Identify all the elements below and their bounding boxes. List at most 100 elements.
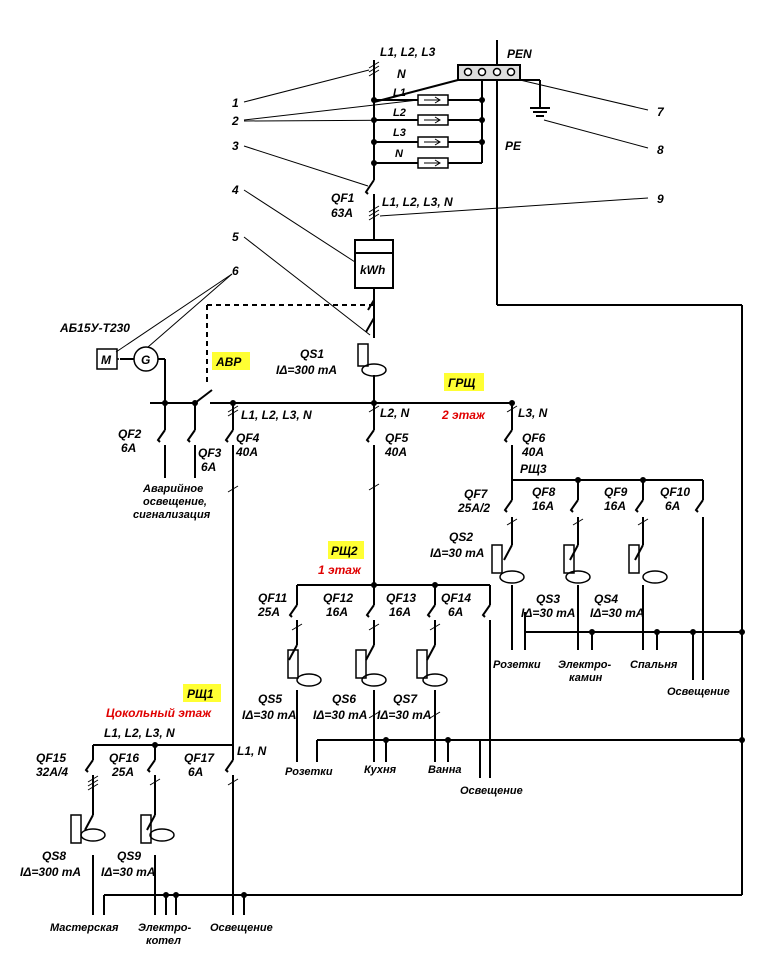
qf9-label: QF9: [604, 485, 628, 499]
qf14-rating: 6A: [448, 605, 463, 619]
label-n-small: N: [395, 148, 404, 160]
load-rozetki-3: Розетки: [493, 659, 541, 671]
label-l1n: L1, N: [237, 744, 267, 758]
load-elektrokamin-1: Электро-: [558, 659, 612, 671]
qf5-rating: 40A: [384, 445, 407, 459]
callout-6: 6: [232, 264, 239, 278]
qs2-label: QS2: [449, 530, 473, 544]
qf3-rating: 6A: [201, 460, 216, 474]
qs3-label: QS3: [536, 592, 560, 606]
qf7-rating: 25A/2: [457, 501, 490, 515]
label-l2n: L2, N: [380, 406, 410, 420]
qs6-current: IΔ=30 mA: [313, 708, 367, 722]
qs8-current: IΔ=300 mA: [20, 865, 81, 879]
load-kukhnya: Кухня: [364, 764, 397, 776]
pen-busbar: [457, 64, 521, 81]
load-elektrokotel-2: котел: [146, 935, 181, 947]
qf1-label: QF1: [331, 191, 355, 205]
callout-7: 7: [657, 105, 665, 119]
qs1-current: IΔ=300 mA: [276, 363, 337, 377]
load-spalnya: Спальня: [630, 659, 678, 671]
qf6-label: QF6: [522, 431, 546, 445]
qs1-label: QS1: [300, 347, 324, 361]
qs4-current: IΔ=30 mA: [590, 606, 644, 620]
callout-2: 2: [231, 114, 239, 128]
qf3-label: QF3: [198, 446, 222, 460]
qf14-label: QF14: [441, 591, 471, 605]
motor-label: M: [101, 353, 112, 367]
qf12-label: QF12: [323, 591, 353, 605]
qf16-rating: 25A: [111, 765, 134, 779]
qf11-rating: 25A: [257, 605, 280, 619]
emergency-line2: освещение,: [143, 496, 207, 508]
label-l3n: L3, N: [518, 406, 548, 420]
floor1-label: 1 этаж: [318, 563, 362, 577]
wires: [92, 40, 743, 915]
qf4-rating: 40A: [235, 445, 258, 459]
qs7-label: QS7: [393, 692, 418, 706]
qf17-rating: 6A: [188, 765, 203, 779]
generator-model: АБ15У-Т230: [59, 321, 130, 335]
callout-leaders: [115, 69, 649, 353]
callout-8: 8: [657, 143, 664, 157]
load-osveshchenie-1: Освещение: [210, 922, 273, 934]
load-elektrokotel-1: Электро-: [138, 922, 192, 934]
qf7-label: QF7: [464, 487, 489, 501]
kwh-label: kWh: [360, 263, 385, 277]
load-elektrokamin-2: камин: [569, 672, 603, 684]
load-rozetki-2: Розетки: [285, 766, 333, 778]
generator-set: [96, 346, 159, 372]
load-vanna: Ванна: [428, 764, 461, 776]
emergency-line3: сигнализация: [133, 509, 211, 521]
avr-label: АВР: [215, 355, 242, 369]
qf13-rating: 16A: [389, 605, 411, 619]
rsch2-label: РЩ2: [331, 544, 358, 558]
qf17-label: QF17: [184, 751, 215, 765]
qf12-rating: 16A: [326, 605, 348, 619]
qf10-rating: 6A: [665, 499, 680, 513]
text-labels: L1, L2, L3 N PEN PE L1 L2 L3 N QF1 63A L…: [20, 45, 730, 947]
qs6-label: QS6: [332, 692, 356, 706]
qs2-current: IΔ=30 mA: [430, 546, 484, 560]
floor2-label: 2 этаж: [441, 408, 486, 422]
label-l2: L2: [393, 107, 406, 119]
emergency-line1: Аварийное: [142, 483, 203, 495]
qf1-lines: L1, L2, L3, N: [382, 195, 453, 209]
generator-label: G: [141, 353, 150, 367]
callout-4: 4: [231, 183, 239, 197]
qf5-label: QF5: [385, 431, 409, 445]
qf15-rating: 32A/4: [36, 765, 68, 779]
load-osveshchenie-2: Освещение: [460, 785, 523, 797]
qf9-rating: 16A: [604, 499, 626, 513]
label-l1: L1: [393, 87, 406, 99]
callout-3: 3: [232, 139, 239, 153]
qs7-current: IΔ=30 mA: [377, 708, 431, 722]
switch-symbols: [70, 179, 704, 844]
junction-dots: [152, 97, 745, 898]
conductor-ticks: [87, 61, 649, 791]
callout-9: 9: [657, 192, 664, 206]
qf15-label: QF15: [36, 751, 66, 765]
qs4-label: QS4: [594, 592, 618, 606]
qf8-label: QF8: [532, 485, 556, 499]
qf16-label: QF16: [109, 751, 139, 765]
basement-label: Цокольный этаж: [106, 706, 212, 720]
qf4-label: QF4: [236, 431, 260, 445]
qf1-rating: 63A: [331, 206, 353, 220]
qs9-label: QS9: [117, 849, 141, 863]
grsch-label: ГРЩ: [448, 376, 475, 390]
rsch3-label: РЩ3: [520, 462, 547, 476]
qf10-label: QF10: [660, 485, 690, 499]
qs5-current: IΔ=30 mA: [242, 708, 296, 722]
qf13-label: QF13: [386, 591, 416, 605]
surge-protectors: [417, 94, 449, 169]
highlight-boxes: [183, 352, 484, 702]
label-pe: PE: [505, 139, 522, 153]
qf2-rating: 6A: [121, 441, 136, 455]
label-n-top: N: [397, 67, 406, 81]
qf2-label: QF2: [118, 427, 142, 441]
qf6-rating: 40A: [521, 445, 544, 459]
qf11-label: QF11: [258, 591, 287, 605]
label-pen: PEN: [507, 47, 532, 61]
